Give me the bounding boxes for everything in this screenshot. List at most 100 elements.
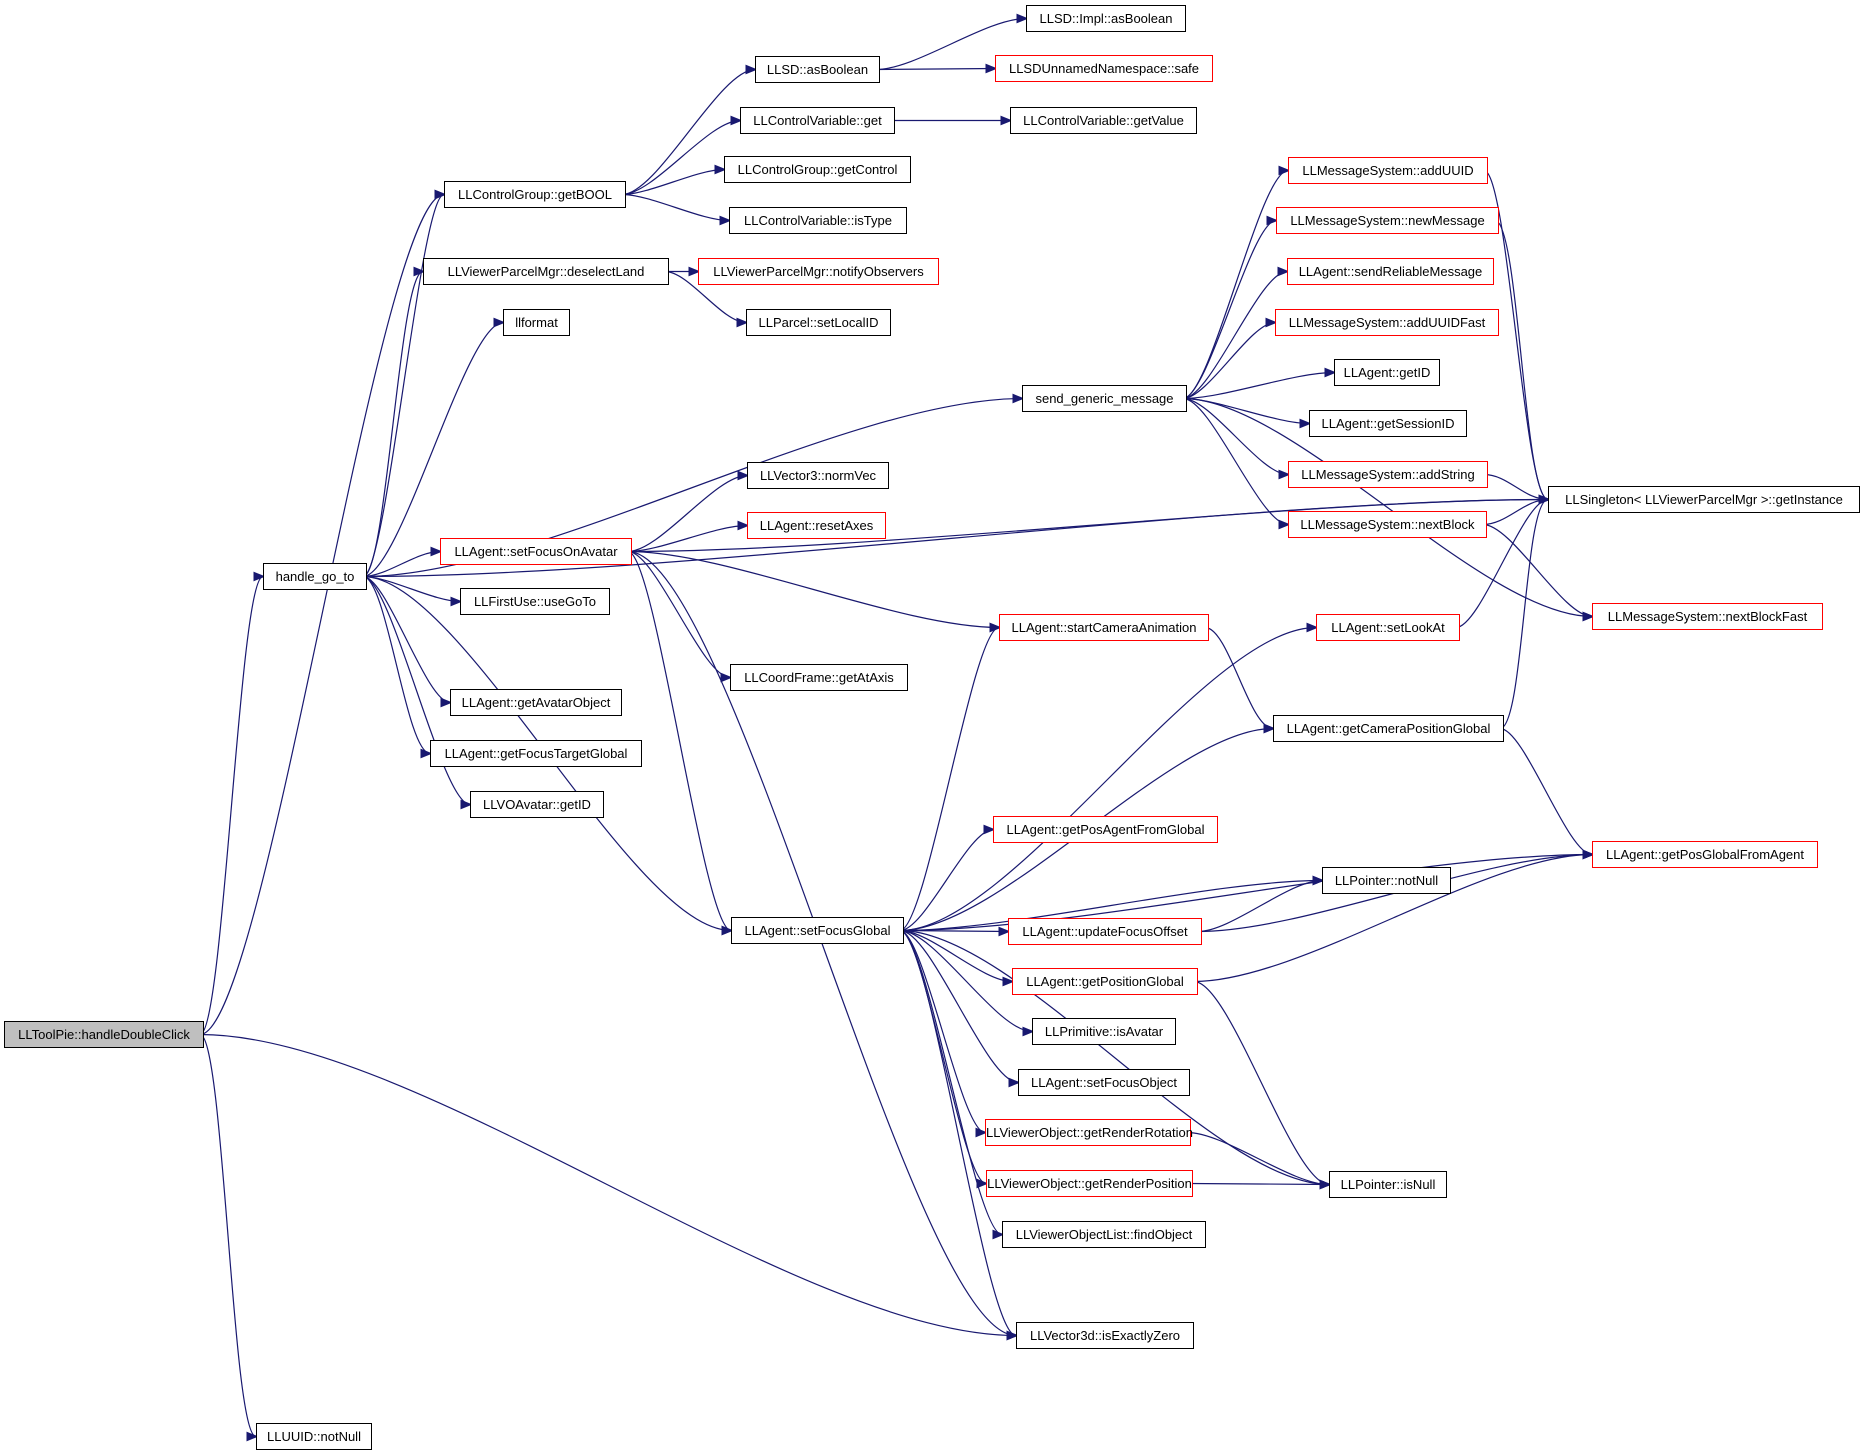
edge-handle_go_to-to-llformat bbox=[362, 323, 503, 578]
edge-getRenderRotation-to-isNull bbox=[1186, 1131, 1329, 1185]
node-use-go-to[interactable]: LLFirstUse::useGoTo bbox=[460, 588, 610, 615]
node-get-control[interactable]: LLControlGroup::getControl bbox=[724, 156, 911, 183]
node-llformat[interactable]: llformat bbox=[503, 309, 570, 336]
edge-asBoolean-to-implAsBoolean bbox=[875, 19, 1026, 71]
node-safe[interactable]: LLSDUnnamedNamespace::safe bbox=[995, 55, 1213, 82]
edge-handle_go_to-to-voGetID bbox=[362, 575, 470, 805]
edge-nextBlock-to-nextBlockFast bbox=[1482, 523, 1592, 617]
edge-setFocusGlobal-to-isAvatar bbox=[899, 929, 1032, 1032]
edge-setFocusOnAvatar-to-resetAxes bbox=[627, 526, 747, 553]
edge-getBOOL-to-cvGet bbox=[621, 121, 740, 196]
node-set-focus-object[interactable]: LLAgent::setFocusObject bbox=[1018, 1069, 1190, 1096]
node-get-avatar-object[interactable]: LLAgent::getAvatarObject bbox=[450, 689, 622, 716]
edge-root-to-isExactlyZero bbox=[199, 1033, 1016, 1336]
edge-getBOOL-to-getControl bbox=[621, 170, 724, 196]
node-cv-get[interactable]: LLControlVariable::get bbox=[740, 107, 895, 134]
node-get-render-rotation[interactable]: LLViewerObject::getRenderRotation bbox=[985, 1119, 1193, 1146]
node-agent-get-i-d[interactable]: LLAgent::getID bbox=[1334, 359, 1440, 386]
node-get-at-axis[interactable]: LLCoordFrame::getAtAxis bbox=[730, 664, 908, 691]
node-deselect-land[interactable]: LLViewerParcelMgr::deselectLand bbox=[423, 258, 669, 285]
edge-setFocusOnAvatar-to-getInstance bbox=[627, 500, 1548, 553]
edge-sendGeneric-to-nextBlockFast bbox=[1182, 397, 1592, 617]
node-next-block-fast[interactable]: LLMessageSystem::nextBlockFast bbox=[1592, 603, 1823, 630]
edge-handle_go_to-to-getAvatarObject bbox=[362, 575, 450, 703]
edge-setFocusOnAvatar-to-normVec bbox=[627, 476, 747, 553]
edge-setFocusGlobal-to-getRenderPosition bbox=[899, 929, 986, 1184]
edge-getBOOL-to-isType bbox=[621, 193, 729, 221]
node-uuid-not-null[interactable]: LLUUID::notNull bbox=[256, 1423, 372, 1450]
edge-root-to-getBOOL bbox=[199, 195, 444, 1036]
edge-setFocusOnAvatar-to-getAtAxis bbox=[627, 550, 730, 678]
node-get-pos-global-from-agent[interactable]: LLAgent::getPosGlobalFromAgent bbox=[1592, 841, 1818, 868]
node-find-object[interactable]: LLViewerObjectList::findObject bbox=[1002, 1221, 1206, 1248]
node-impl-as-boolean[interactable]: LLSD::Impl::asBoolean bbox=[1026, 5, 1186, 32]
node-cv-get-value[interactable]: LLControlVariable::getValue bbox=[1010, 107, 1197, 134]
edge-updateFocusOffset-to-notNullPtr bbox=[1197, 881, 1322, 933]
node-new-message[interactable]: LLMessageSystem::newMessage bbox=[1276, 207, 1499, 234]
node-next-block[interactable]: LLMessageSystem::nextBlock bbox=[1288, 511, 1487, 538]
edge-setFocusGlobal-to-updateFocusOffset bbox=[899, 931, 1008, 932]
edge-root-to-handle_go_to bbox=[199, 577, 263, 1036]
edge-setFocusGlobal-to-startCamAnim bbox=[899, 628, 999, 932]
edge-setFocusGlobal-to-getPosAgentFromGlobal bbox=[899, 830, 993, 932]
node-notify-observers[interactable]: LLViewerParcelMgr::notifyObservers bbox=[698, 258, 939, 285]
node-reset-axes[interactable]: LLAgent::resetAxes bbox=[747, 512, 886, 539]
edge-sendGeneric-to-nextBlock bbox=[1182, 397, 1288, 525]
edge-setFocusGlobal-to-getPosGlobalFromAgent bbox=[899, 855, 1592, 932]
node-set-focus-global[interactable]: LLAgent::setFocusGlobal bbox=[731, 917, 904, 944]
node-get-session-i-d[interactable]: LLAgent::getSessionID bbox=[1309, 410, 1467, 437]
edge-setFocusGlobal-to-getRenderRotation bbox=[899, 929, 985, 1133]
edge-getPositionGlobal-to-isNull bbox=[1193, 980, 1329, 1185]
edge-getBOOL-to-asBoolean bbox=[621, 70, 755, 196]
edge-sendGeneric-to-sendReliable bbox=[1182, 272, 1287, 400]
node-get-pos-agent-from-global[interactable]: LLAgent::getPosAgentFromGlobal bbox=[993, 816, 1218, 843]
edge-setFocusGlobal-to-setLookAt bbox=[899, 628, 1316, 932]
node-is-null[interactable]: LLPointer::isNull bbox=[1329, 1171, 1447, 1198]
node-get-focus-target-global[interactable]: LLAgent::getFocusTargetGlobal bbox=[430, 740, 642, 767]
call-edges bbox=[199, 19, 1592, 1437]
node-root: LLToolPie::handleDoubleClick bbox=[4, 1021, 204, 1048]
node-vo-get-i-d[interactable]: LLVOAvatar::getID bbox=[470, 791, 604, 818]
edge-newMessage-to-getInstance bbox=[1494, 219, 1548, 500]
node-start-cam-anim[interactable]: LLAgent::startCameraAnimation bbox=[999, 614, 1209, 641]
node-set-look-at[interactable]: LLAgent::setLookAt bbox=[1316, 614, 1460, 641]
node-add-u-u-i-d-fast[interactable]: LLMessageSystem::addUUIDFast bbox=[1275, 309, 1499, 336]
node-get-cam-pos-global[interactable]: LLAgent::getCameraPositionGlobal bbox=[1273, 715, 1504, 742]
node-send-reliable[interactable]: LLAgent::sendReliableMessage bbox=[1287, 258, 1494, 285]
node-handle-go-to[interactable]: handle_go_to bbox=[263, 563, 367, 590]
edge-sendGeneric-to-newMessage bbox=[1182, 221, 1276, 400]
node-is-exactly-zero[interactable]: LLVector3d::isExactlyZero bbox=[1016, 1322, 1194, 1349]
edge-handle_go_to-to-sendGeneric bbox=[362, 399, 1022, 578]
edge-handle_go_to-to-getFocusTargetGlobal bbox=[362, 575, 430, 754]
node-update-focus-offset[interactable]: LLAgent::updateFocusOffset bbox=[1008, 918, 1202, 945]
edge-sendGeneric-to-addString bbox=[1182, 397, 1288, 475]
edge-root-to-uuidNotNull bbox=[199, 1033, 256, 1437]
edge-sendGeneric-to-addUUID bbox=[1182, 171, 1288, 400]
node-norm-vec[interactable]: LLVector3::normVec bbox=[747, 462, 889, 489]
node-get-b-o-o-l[interactable]: LLControlGroup::getBOOL bbox=[444, 181, 626, 208]
edge-addString-to-getInstance bbox=[1483, 473, 1548, 500]
node-get-instance[interactable]: LLSingleton< LLViewerParcelMgr >::getIns… bbox=[1548, 486, 1860, 513]
node-get-render-position[interactable]: LLViewerObject::getRenderPosition bbox=[986, 1170, 1193, 1197]
edge-handle_go_to-to-deselectLand bbox=[362, 272, 423, 578]
edge-getCamPosGlobal-to-getInstance bbox=[1499, 500, 1548, 730]
node-get-position-global[interactable]: LLAgent::getPositionGlobal bbox=[1012, 968, 1198, 995]
node-is-avatar[interactable]: LLPrimitive::isAvatar bbox=[1032, 1018, 1176, 1045]
node-set-local-i-d[interactable]: LLParcel::setLocalID bbox=[746, 309, 891, 336]
edge-setFocusGlobal-to-isNull bbox=[899, 929, 1329, 1185]
edge-setFocusGlobal-to-isExactlyZero bbox=[899, 929, 1016, 1336]
node-is-type[interactable]: LLControlVariable::isType bbox=[729, 207, 907, 234]
edge-getRenderPosition-to-isNull bbox=[1188, 1184, 1329, 1185]
edge-getCamPosGlobal-to-getPosGlobalFromAgent bbox=[1499, 727, 1592, 855]
edge-getPositionGlobal-to-getPosGlobalFromAgent bbox=[1193, 855, 1592, 983]
node-not-null-ptr[interactable]: LLPointer::notNull bbox=[1322, 867, 1451, 894]
node-add-string[interactable]: LLMessageSystem::addString bbox=[1288, 461, 1488, 488]
edge-setFocusOnAvatar-to-setFocusGlobal bbox=[627, 550, 731, 931]
node-as-boolean[interactable]: LLSD::asBoolean bbox=[755, 56, 880, 83]
edge-nextBlock-to-getInstance bbox=[1482, 500, 1548, 526]
node-set-focus-on-avatar[interactable]: LLAgent::setFocusOnAvatar bbox=[440, 538, 632, 565]
node-send-generic[interactable]: send_generic_message bbox=[1022, 385, 1187, 412]
node-add-u-u-i-d[interactable]: LLMessageSystem::addUUID bbox=[1288, 157, 1488, 184]
edge-setFocusGlobal-to-getPositionGlobal bbox=[899, 929, 1012, 982]
